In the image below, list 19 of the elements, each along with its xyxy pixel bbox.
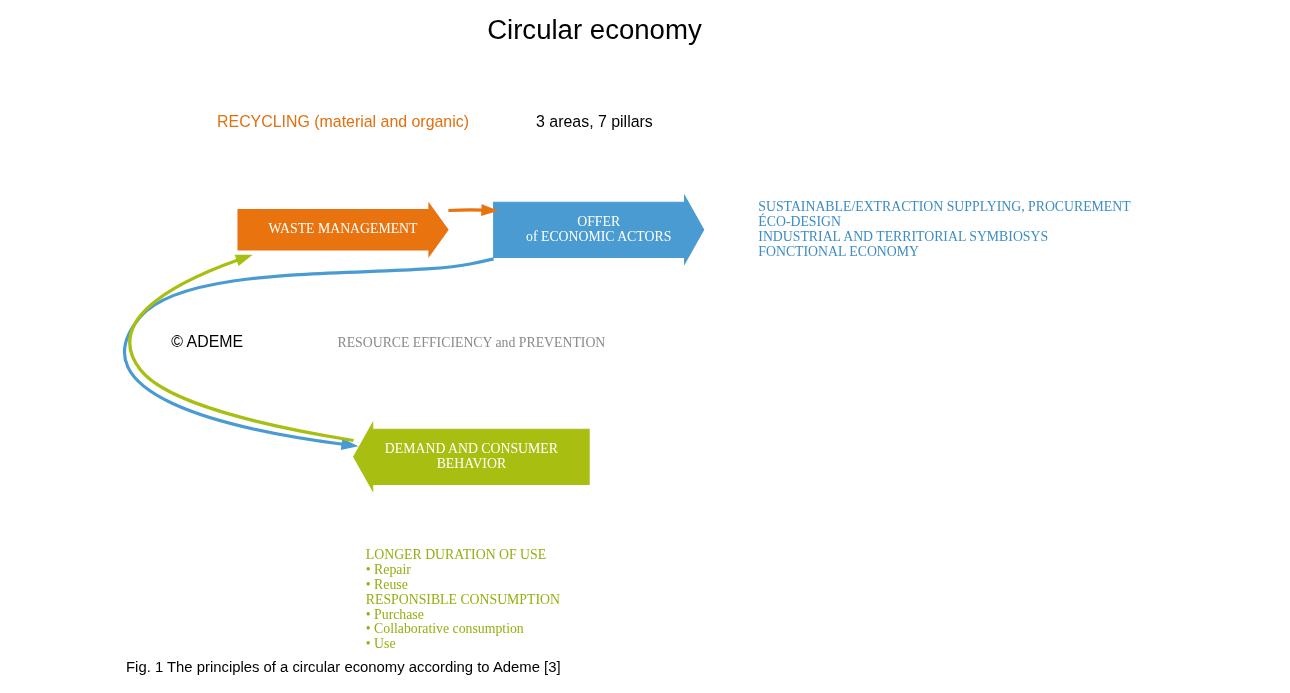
node-label: ÉCO-DESIGN [757, 213, 841, 229]
node-label: INDUSTRIAL AND TERRITORIAL SYMBIOSYS [757, 228, 1048, 244]
node-label: • Reuse [365, 576, 408, 592]
label: 3 areas, 7 pillars [535, 113, 653, 131]
node-label: FONCTIONAL ECONOMY [757, 243, 919, 259]
arrow [447, 204, 498, 216]
node-label: RESPONSIBLE CONSUMPTION [365, 591, 560, 607]
node-label: • Use [365, 636, 396, 652]
node-label: • Collaborative consumption [365, 621, 524, 637]
node-label: • Purchase [365, 606, 424, 622]
arrow [128, 254, 354, 443]
label: © ADEME [170, 333, 243, 351]
caption: Fig. 1 The principles of a circular economy according to Ademe [3] [125, 659, 561, 676]
node-text: RESOURCE EFFICIENCY and PREVENTION [336, 334, 605, 350]
diagram-title: Circular economy [486, 13, 702, 45]
label: RECYCLING (material and organic) [216, 113, 469, 131]
node-label: • Repair [365, 561, 411, 577]
node-label: LONGER DURATION OF USE [365, 547, 546, 563]
arrow [123, 257, 494, 450]
